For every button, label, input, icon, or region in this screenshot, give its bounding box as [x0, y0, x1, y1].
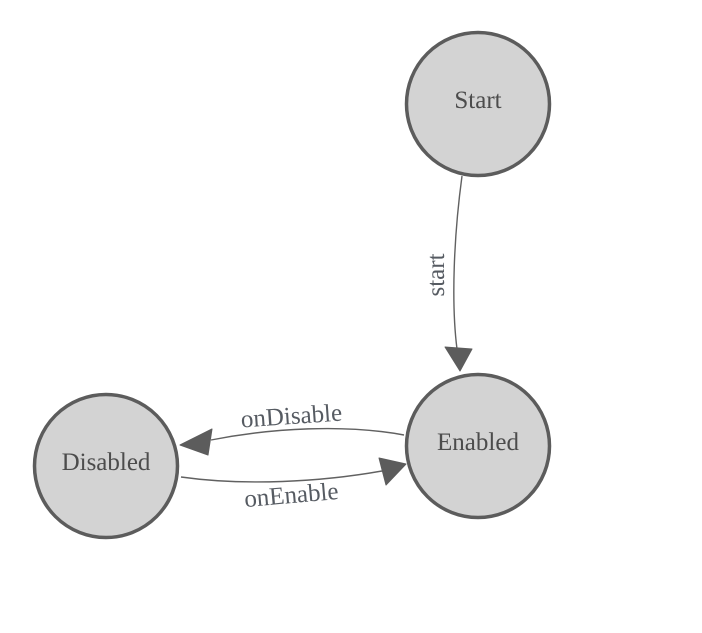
edge-onenable-path[interactable]	[180, 470, 383, 483]
edge-onenable: onEnable	[180, 457, 407, 513]
edge-ondisable: onDisable	[179, 400, 405, 456]
edge-start: start	[423, 175, 473, 372]
edge-start-path[interactable]	[453, 175, 463, 350]
node-disabled-label: Disabled	[62, 449, 151, 476]
edge-onenable-label: onEnable	[243, 478, 339, 513]
node-start[interactable]: Start	[404, 30, 552, 178]
node-start-label: Start	[454, 87, 501, 114]
edge-start-label: start	[423, 253, 450, 296]
node-disabled-circle[interactable]	[32, 392, 180, 540]
node-disabled[interactable]: Disabled	[32, 392, 180, 540]
edge-start-arrowhead-icon	[444, 346, 473, 372]
edge-ondisable-arrowhead-icon	[179, 428, 213, 456]
node-start-circle[interactable]	[404, 30, 552, 178]
node-enabled-label: Enabled	[437, 429, 519, 456]
edge-ondisable-path[interactable]	[210, 427, 405, 441]
node-enabled-circle[interactable]	[404, 372, 552, 520]
node-enabled[interactable]: Enabled	[404, 372, 552, 520]
edge-onenable-arrowhead-icon	[378, 457, 407, 486]
